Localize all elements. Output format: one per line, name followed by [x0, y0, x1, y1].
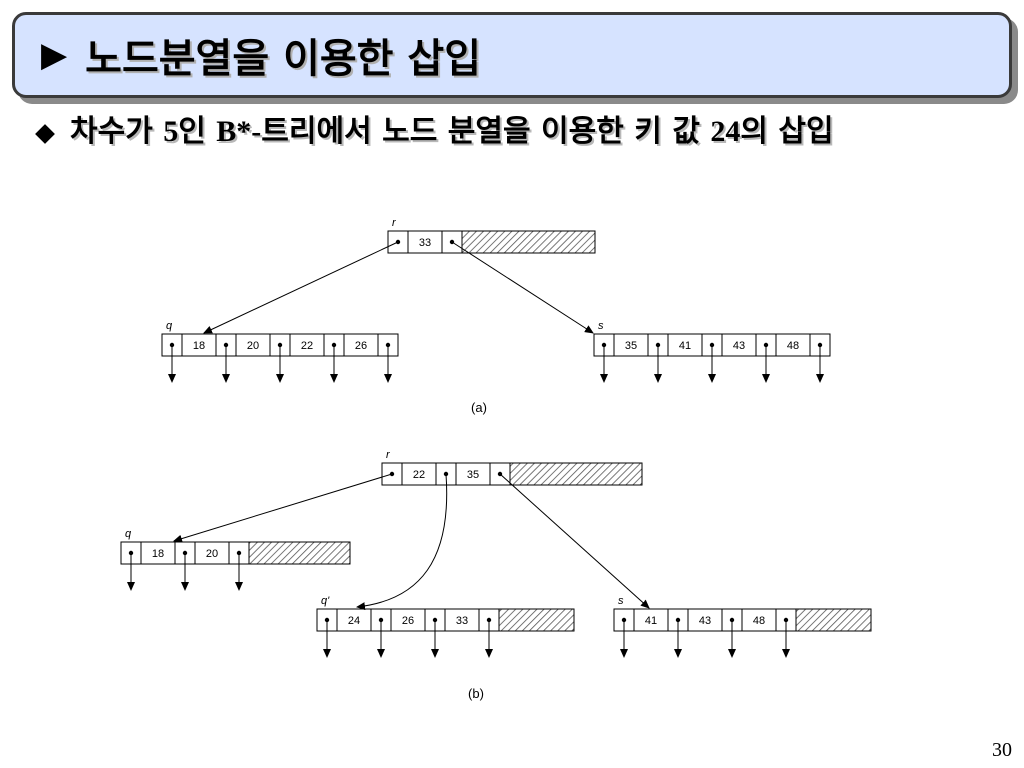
bullet-key-value: 24	[710, 115, 741, 148]
key-value: 48	[753, 615, 765, 627]
bullet-text-part5: 트리에서 노드 분열을 이용한 키 값	[261, 114, 711, 149]
node-label: q'	[321, 595, 330, 607]
bullet-text-part1: 차수가	[70, 114, 164, 149]
node-label: s	[618, 595, 624, 607]
key-value: 43	[733, 340, 745, 352]
key-value: 48	[787, 340, 799, 352]
tree-edge-curve-arrow	[356, 473, 448, 611]
key-value: 33	[419, 237, 431, 249]
key-value: 41	[679, 340, 691, 352]
slide-title-box: ▶ 노드분열을 이용한 삽입	[12, 12, 1012, 98]
key-value: 22	[301, 340, 313, 352]
key-value: 22	[413, 469, 425, 481]
caption-a: (a)	[471, 400, 487, 415]
unused-area	[795, 608, 872, 632]
tree-edge-arrow	[451, 241, 594, 334]
unused-area	[461, 230, 596, 254]
key-value: 33	[456, 615, 468, 627]
node-label: s	[598, 320, 604, 332]
key-value: 41	[645, 615, 657, 627]
key-value: 20	[206, 548, 218, 560]
tree-edge-arrow	[203, 241, 399, 334]
key-value: 26	[355, 340, 367, 352]
key-value: 18	[193, 340, 205, 352]
key-value: 35	[625, 340, 637, 352]
key-value: 43	[699, 615, 711, 627]
unused-area	[509, 462, 643, 486]
node-label: r	[386, 449, 391, 461]
unused-area	[248, 541, 351, 565]
key-value: 26	[402, 615, 414, 627]
slide-title: 노드분열을 이용한 삽입	[85, 36, 482, 82]
key-value: 18	[152, 548, 164, 560]
play-arrow-icon: ▶	[41, 35, 68, 75]
key-value: 20	[247, 340, 259, 352]
node-label: q	[125, 528, 132, 540]
unused-area	[498, 608, 575, 632]
bullet-order-number: 5	[163, 115, 179, 148]
node-label: q	[166, 320, 173, 332]
key-value: 24	[348, 615, 360, 627]
caption-b: (b)	[468, 686, 484, 701]
bullet-text-part7: 의 삽입	[740, 114, 834, 149]
node-label: r	[392, 217, 397, 229]
tree-edge-arrow	[173, 473, 393, 543]
bullet-text-part3: 인	[178, 114, 217, 149]
bullet-text: 차수가 5인 B*-트리에서 노드 분열을 이용한 키 값 24의 삽입	[70, 114, 834, 149]
page-number: 30	[992, 739, 1012, 761]
tree-edge-arrow	[499, 473, 650, 609]
bullet-item: 차수가 5인 B*-트리에서 노드 분열을 이용한 키 값 24의 삽입	[35, 114, 968, 149]
key-value: 35	[467, 469, 479, 481]
bullet-tree-type: B*-	[216, 115, 262, 148]
